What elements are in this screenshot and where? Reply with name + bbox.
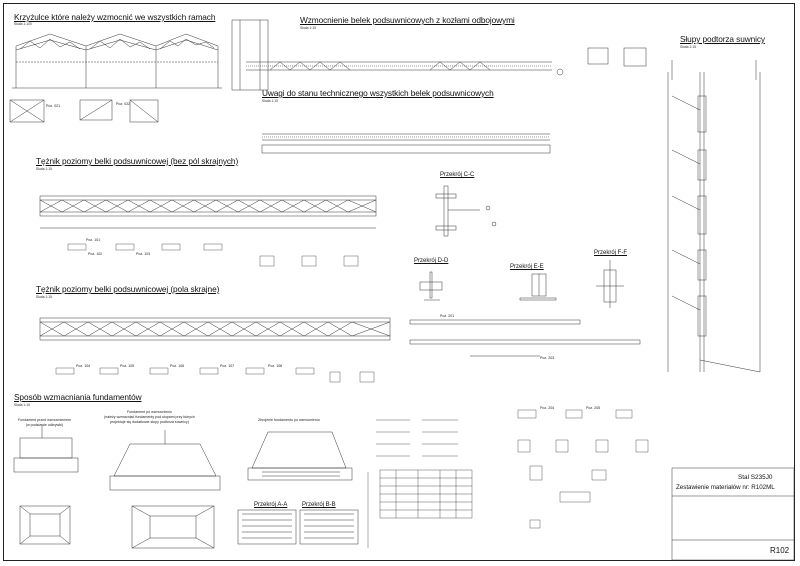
columns-title: Słupy podtorza suwnicy xyxy=(680,34,765,44)
section-cc-title: Przekrój C-C xyxy=(440,172,475,178)
pos-label: Poz. 022 xyxy=(116,102,131,106)
remarks-scale: Skala 1:15 xyxy=(262,99,279,103)
brace-no-extreme-scale: Skala 1:15 xyxy=(36,167,53,171)
drawing-sheet-border xyxy=(3,3,795,561)
foundations-title: Sposób wzmacniania fundamentów xyxy=(14,392,142,402)
pos-label: Poz. 104 xyxy=(76,364,91,368)
steel-grade: Stal S235J0 xyxy=(738,474,773,481)
remarks-beam xyxy=(261,133,551,154)
foundation-after xyxy=(109,430,221,549)
pos-label: Poz. 205 xyxy=(586,406,601,410)
pos-label: Poz. 203 xyxy=(540,356,555,360)
plates-201-202 xyxy=(409,319,641,357)
brace-extreme-scale: Skala 1:15 xyxy=(36,295,53,299)
remarks-title: Uwagi do stanu technicznego wszystkich b… xyxy=(262,88,494,98)
pos-label: Poz. 201 xyxy=(440,314,455,318)
section-ee xyxy=(519,273,557,301)
pos-label: Poz. 021 xyxy=(46,104,61,108)
crosses-title: Krzyżulce które należy wzmocnić we wszys… xyxy=(14,12,216,22)
foundation-before-label: Fundament przed wzmocnieniem (w podstawi… xyxy=(18,418,71,427)
rebar-schedule xyxy=(367,419,473,548)
beam-reinforcement-scale: Skala 1:15 xyxy=(300,26,317,30)
section-aa-title: Przekrój A-A xyxy=(254,502,288,508)
section-ee-title: Przekrój E-E xyxy=(510,264,544,270)
brace-no-extreme-title: Tężnik poziomy belki podsuwnicowej (bez … xyxy=(36,156,239,166)
section-cc xyxy=(435,185,497,237)
section-dd xyxy=(419,271,443,301)
detail-row-2 xyxy=(55,367,375,383)
pos-label: Poz. 101 xyxy=(86,238,101,242)
pos-label: Poz. 204 xyxy=(540,406,555,410)
column-elevation xyxy=(667,60,761,373)
section-bb-title: Przekrój B-B xyxy=(302,502,336,508)
section-ff-title: Przekrój F-F xyxy=(594,250,627,256)
pos-label: Poz. 103 xyxy=(136,252,151,256)
pos-label: Poz. 106 xyxy=(170,364,185,368)
foundation-after-label: Fundament po wzmocnieniu (należy wzmacni… xyxy=(104,410,195,424)
foundation-before xyxy=(13,426,79,545)
pos-label: Poz. 102 xyxy=(88,252,103,256)
foundations-scale: Skala 1:15 xyxy=(14,403,31,407)
foundation-rebar xyxy=(237,431,359,545)
section-ff xyxy=(596,260,624,308)
pos-label: Poz. 108 xyxy=(268,364,283,368)
beam-reinforcement-title: Wzmocnienie belek podsuwnicowych z kozła… xyxy=(300,15,515,25)
drawing-code: R102 xyxy=(770,546,790,555)
title-block xyxy=(671,467,795,561)
foundation-rebar-label: Zbrojenie fundamentu po wzmocnieniu xyxy=(258,418,320,422)
pos-label: Poz. 105 xyxy=(120,364,135,368)
brace-truss-1 xyxy=(39,195,377,229)
frames-elevation xyxy=(12,33,222,89)
brace-extreme-title: Tężnik poziomy belki podsuwnicowej (pola… xyxy=(36,284,220,294)
beam-reinforcement-elevation xyxy=(231,19,647,91)
crossbar-details xyxy=(9,99,159,123)
section-dd-title: Przekrój D-D xyxy=(414,258,449,264)
detail-row-1 xyxy=(67,243,359,267)
crosses-scale: Skala 1:100 xyxy=(14,22,32,26)
pos-label: Poz. 107 xyxy=(220,364,235,368)
columns-scale: Skala 1:15 xyxy=(680,45,697,49)
details-bottom-right xyxy=(517,409,649,529)
materials-list-number: Zestawienie materiałów nr: R102ML xyxy=(676,484,775,491)
brace-truss-2 xyxy=(39,317,391,341)
